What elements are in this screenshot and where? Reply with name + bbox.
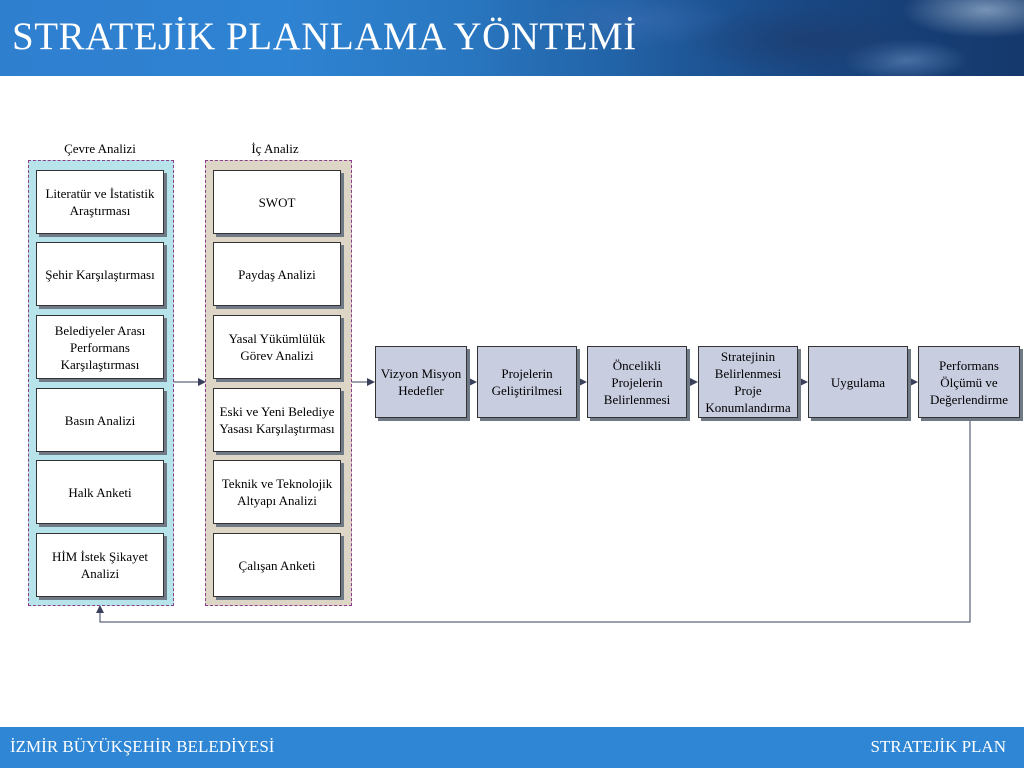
process-step-5: Uygulama [808,346,908,418]
inner-item-1: SWOT [213,170,341,234]
outer-analysis-group [28,160,174,606]
inner-item-2: Paydaş Analizi [213,242,341,306]
outer-item-3: Belediyeler Arası Performans Karşılaştır… [36,315,164,379]
outer-item-1: Literatür ve İstatistik Araştırması [36,170,164,234]
inner-item-5: Teknik ve Teknolojik Altyapı Analizi [213,460,341,524]
outer-analysis-label: Çevre Analizi [64,141,136,156]
header-background-image [286,0,1024,76]
outer-item-2: Şehir Karşılaştırması [36,242,164,306]
outer-item-4: Basın Analizi [36,388,164,452]
page-title: STRATEJİK PLANLAMA YÖNTEMİ [12,15,637,58]
inner-item-3: Yasal Yükümlülük Görev Analizi [213,315,341,379]
inner-item-6: Çalışan Anketi [213,533,341,597]
footer-bar: İZMİR BÜYÜKŞEHİR BELEDİYESİ STRATEJİK PL… [0,727,1024,768]
process-step-2: Projelerin Geliştirilmesi [477,346,577,418]
header-banner: STRATEJİK PLANLAMA YÖNTEMİ [0,0,1024,76]
inner-analysis-group [205,160,352,606]
process-step-6: Performans Ölçümü ve Değerlendirme [918,346,1020,418]
process-step-3: Öncelikli Projelerin Belirlenmesi [587,346,687,418]
inner-analysis-label: İç Analiz [251,141,299,156]
footer-organization: İZMİR BÜYÜKŞEHİR BELEDİYESİ [10,737,275,756]
inner-item-4: Eski ve Yeni Belediye Yasası Karşılaştır… [213,388,341,452]
outer-item-6: HİM İstek Şikayet Analizi [36,533,164,597]
process-step-4: Stratejinin Belirlenmesi Proje Konumland… [698,346,798,418]
outer-item-5: Halk Anketi [36,460,164,524]
process-step-1: Vizyon Misyon Hedefler [375,346,467,418]
footer-document-title: STRATEJİK PLAN [870,737,1006,756]
